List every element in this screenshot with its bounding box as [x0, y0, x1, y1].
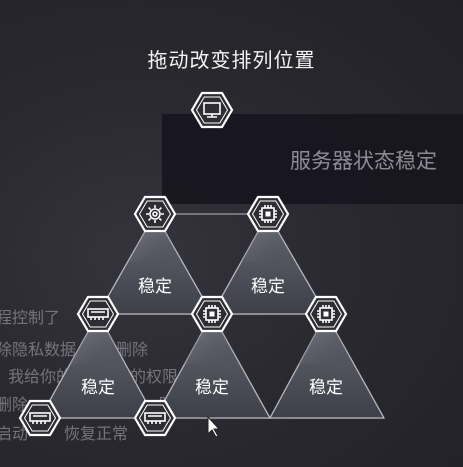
- background-text: 程控制了: [0, 308, 61, 327]
- background-text: 删除: [0, 395, 29, 414]
- puzzle-tile[interactable]: 稳定: [268, 312, 386, 419]
- background-text: 我给你的: [8, 367, 73, 386]
- chip-icon[interactable]: [246, 195, 290, 233]
- tile-label: 稳定: [309, 378, 343, 398]
- chip-icon[interactable]: [190, 295, 234, 333]
- monitor-icon[interactable]: [190, 91, 234, 129]
- background-text: 启动: [0, 424, 29, 443]
- tile-label: 稳定: [195, 378, 229, 398]
- memory-icon[interactable]: [76, 295, 120, 333]
- memory-icon[interactable]: [133, 399, 177, 437]
- tile-label: 稳定: [251, 277, 285, 297]
- status-banner: 服务器状态稳定: [162, 114, 463, 204]
- status-banner-text: 服务器状态稳定: [290, 149, 437, 173]
- puzzle-tile[interactable]: 稳定: [38, 312, 157, 419]
- puzzle-tile[interactable]: 稳定: [210, 212, 328, 315]
- tile-label: 稳定: [138, 277, 172, 297]
- puzzle-tile[interactable]: 稳定: [96, 212, 214, 315]
- chip-icon[interactable]: [304, 295, 348, 333]
- background-text: 除隐私数据: [0, 340, 77, 359]
- tile-label: 稳定: [81, 378, 115, 398]
- page-title: 拖动改变排列位置: [147, 48, 316, 72]
- puzzle-tile[interactable]: 稳定: [153, 312, 272, 419]
- background-text: 的权限: [130, 367, 179, 386]
- cursor-icon: [207, 415, 221, 438]
- background-text: 删除: [116, 340, 149, 359]
- memory-icon[interactable]: [18, 399, 62, 437]
- gear-icon[interactable]: [133, 195, 177, 233]
- background-text: 恢复正常: [64, 424, 129, 443]
